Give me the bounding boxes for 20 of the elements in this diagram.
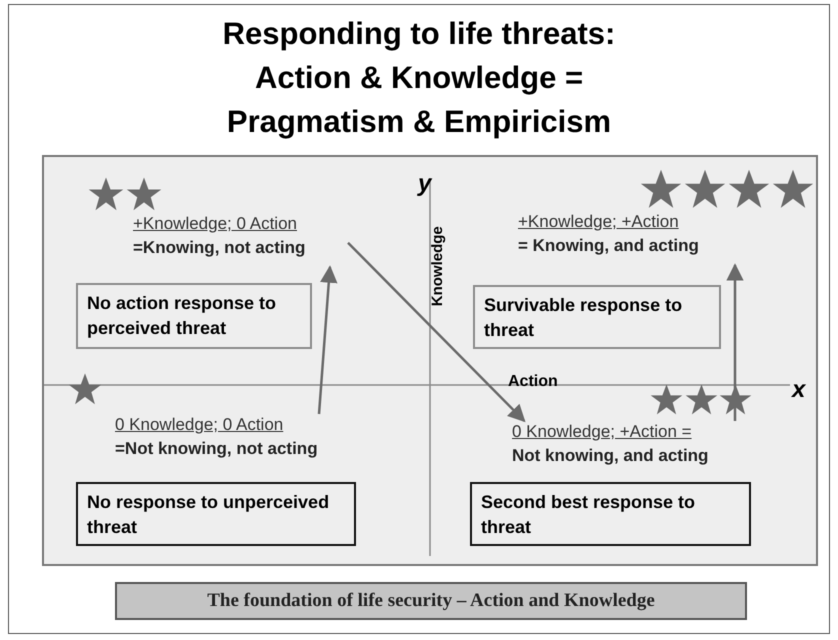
state-meaning: =Knowing, not acting xyxy=(133,237,306,259)
state-meaning: = Knowing, and acting xyxy=(518,235,699,257)
arrow xyxy=(318,265,338,414)
axis-label: y xyxy=(418,169,432,199)
state-formula: 0 Knowledge; 0 Action xyxy=(115,414,284,436)
axis-label: Action xyxy=(508,372,558,392)
caption-box: The foundation of life security – Action and Knowledge xyxy=(115,582,747,620)
axis-label: x xyxy=(792,375,806,405)
response-box: No action response to perceived threat xyxy=(76,283,312,349)
response-box: Survivable response to threat xyxy=(473,285,721,349)
state-formula: +Knowledge; +Action xyxy=(518,211,679,233)
axis-label: Knowledge xyxy=(428,226,447,306)
state-formula: 0 Knowledge; +Action = xyxy=(512,421,692,443)
title: Responding to life threats: Action & Knowledge = Pragmatism & Empiricism xyxy=(222,15,616,141)
state-formula: +Knowledge; 0 Action xyxy=(133,213,297,235)
state-meaning: Not knowing, and acting xyxy=(512,445,708,467)
response-box: No response to unperceived threat xyxy=(76,482,356,546)
arrow xyxy=(347,242,526,422)
state-meaning: =Not knowing, not acting xyxy=(115,438,318,460)
response-box: Second best response to threat xyxy=(470,482,751,546)
